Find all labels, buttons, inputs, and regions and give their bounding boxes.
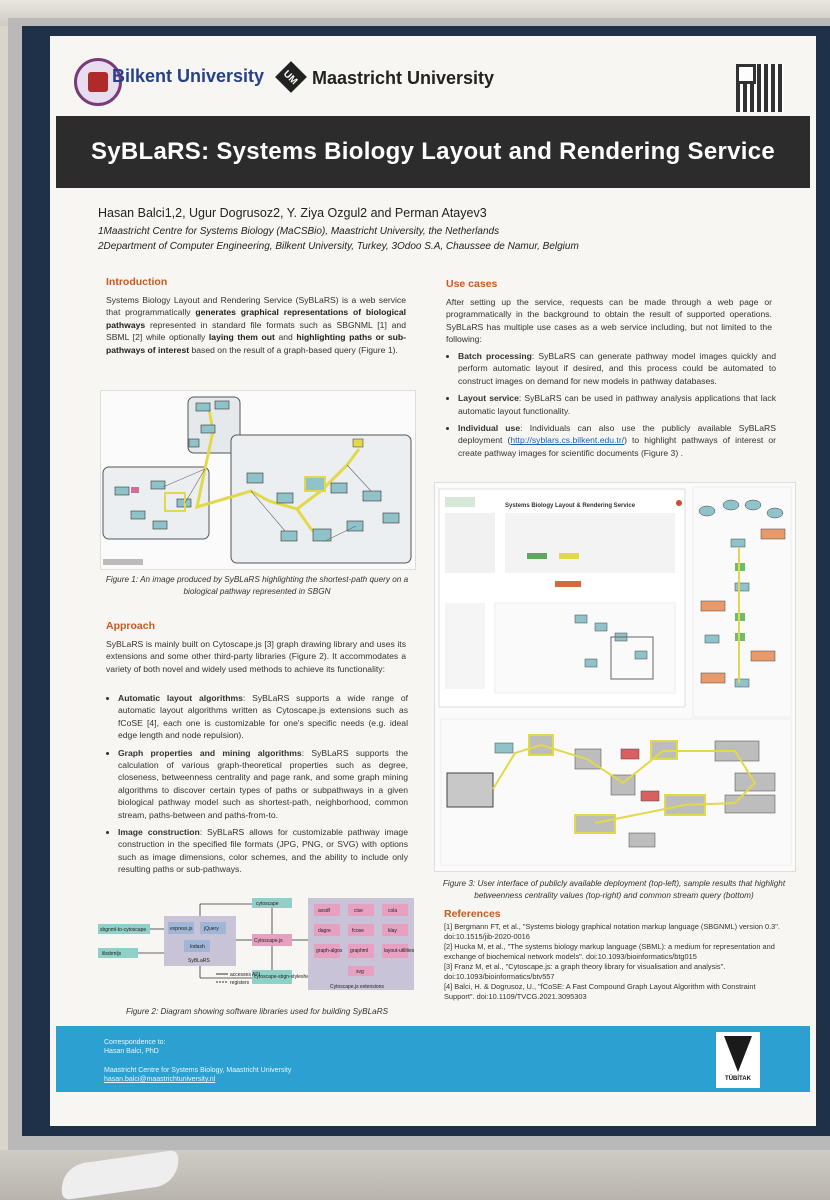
fig2-node-express: express.js (170, 926, 193, 932)
title-bar: SyBLaRS: Systems Biology Layout and Rend… (56, 116, 810, 188)
references-list: [1] Bergmann FT, et al., "Systems biolog… (444, 922, 784, 1002)
fig2-ext: graphml (350, 948, 368, 954)
correspondence-block: Correspondence to: Hasan Balci, PhD (104, 1038, 165, 1056)
fig2-legend-registers: registers (230, 980, 250, 986)
figure-2-caption: Figure 2: Diagram showing software libra… (125, 1007, 389, 1016)
reference-item: [3] Franz M, et al., "Cytoscape.js: a gr… (444, 962, 726, 981)
fig2-ext: fcose (352, 928, 364, 934)
fig2-node-cytoscapejs: Cytoscape.js (254, 938, 283, 944)
figure-3-caption: Figure 3: User interface of publicly ava… (442, 879, 786, 900)
tubitak-name: TÜBİTAK (725, 1076, 751, 1082)
maastricht-mark-icon: UM (275, 61, 307, 93)
fig3-ui-title: Systems Biology Layout & Rendering Servi… (505, 503, 636, 509)
fig2-ext: graph-algos (316, 948, 343, 954)
correspondence-email[interactable]: hasan.balci@maastrichtuniversity.nl (104, 1076, 216, 1083)
affiliation-1: 1Maastricht Centre for Systems Biology (… (98, 226, 500, 237)
fig2-ext: layout-utilities (384, 948, 415, 954)
figure-2-diagram: SyBLaRS express.js jQuery lodash sbgnml-… (98, 898, 415, 990)
correspondence-org: Maastricht Centre for Systems Biology, M… (104, 1067, 292, 1074)
maastricht-logo-text: Maastricht University (312, 68, 495, 88)
use-case-bullet: Layout service: SyBLaRS can be used in p… (458, 392, 776, 417)
use-cases-intro: After setting up the service, requests c… (446, 297, 772, 345)
use-cases-heading: Use cases (446, 278, 498, 290)
use-cases-bullet-list: Batch processing: SyBLaRS can generate p… (446, 350, 776, 464)
reference-item: [4] Balci, H. & Dogrusoz, U., "fCoSE: A … (444, 982, 756, 1001)
fig2-node-jquery: jQuery (203, 926, 219, 932)
fig2-extensions-label: Cytoscape.js extensions (330, 984, 384, 990)
fig2-ext: klay (388, 928, 397, 934)
reference-item: [2] Hucka M, et al., "The systems biolog… (444, 942, 775, 961)
use-case-bullet: Individual use: Individuals can also use… (458, 422, 776, 459)
figure-1-caption: Figure 1: An image produced by SyBLaRS h… (105, 575, 409, 596)
bilkent-logo-text: Bilkent University (112, 66, 265, 86)
qr-code-icon[interactable] (736, 64, 784, 112)
bilkent-seal-icon (74, 58, 122, 106)
footer-bar: Correspondence to: Hasan Balci, PhD Maas… (56, 1026, 810, 1092)
fig2-ext: cola (388, 908, 397, 914)
fig2-node-lodash: lodash (190, 944, 205, 950)
fig2-ext: cise (354, 908, 363, 914)
introduction-heading: Introduction (106, 276, 168, 288)
approach-bullet: Automatic layout algorithms: SyBLaRS sup… (118, 692, 408, 742)
approach-bullet: Graph properties and mining algorithms: … (118, 747, 408, 821)
figure-3-screenshots: Systems Biology Layout & Rendering Servi… (434, 482, 796, 872)
use-case-bullet: Batch processing: SyBLaRS can generate p… (458, 350, 776, 387)
reference-item: [1] Bergmann FT, et al., "Systems biolog… (444, 922, 780, 941)
fig2-legend-accesses: accesses API (230, 972, 260, 978)
introduction-text: Systems Biology Layout and Rendering Ser… (106, 295, 406, 355)
correspondence-contact: Maastricht Centre for Systems Biology, M… (104, 1066, 291, 1084)
fig2-node-libsbmljs: libsbmljs (102, 951, 122, 957)
syblars-deployment-link[interactable]: http://syblars.cs.bilkent.edu.tr/ (510, 435, 625, 446)
affiliation-2: 2Department of Computer Engineering, Bil… (98, 241, 579, 252)
approach-intro: SyBLaRS is mainly built on Cytoscape.js … (106, 639, 406, 674)
fig2-node-sbgnml: sbgnml-to-cytoscape (100, 927, 146, 933)
correspondence-name: Hasan Balci, PhD (104, 1048, 159, 1055)
approach-heading: Approach (106, 620, 156, 632)
fig2-ext: avsdf (318, 908, 331, 914)
fig2-node-sbgn-stylesheet: cytoscape-sbgn-stylesheet (254, 974, 314, 980)
correspondence-label: Correspondence to: (104, 1039, 166, 1046)
approach-bullet-list: Automatic layout algorithms: SyBLaRS sup… (106, 692, 408, 881)
fig2-ext: dagre (318, 928, 331, 934)
fig2-node-syblars: SyBLaRS (188, 958, 210, 964)
logo-strip: Bilkent University UM Maastricht Univers… (50, 36, 816, 114)
tubitak-logo: TÜBİTAK (716, 1032, 760, 1088)
figure-1-pathway (100, 390, 416, 570)
approach-bullet: Image construction: SyBLaRS allows for c… (118, 826, 408, 876)
poster: Bilkent University UM Maastricht Univers… (50, 36, 816, 1126)
fig2-node-cytoscape: cytoscape (256, 901, 279, 907)
fig2-ext: svg (356, 969, 364, 975)
authors: Hasan Balci1,2, Ugur Dogrusoz2, Y. Ziya … (98, 206, 487, 220)
poster-title: SyBLaRS: Systems Biology Layout and Rend… (90, 138, 776, 165)
references-heading: References (444, 908, 501, 920)
tubitak-mark-icon (724, 1036, 752, 1072)
